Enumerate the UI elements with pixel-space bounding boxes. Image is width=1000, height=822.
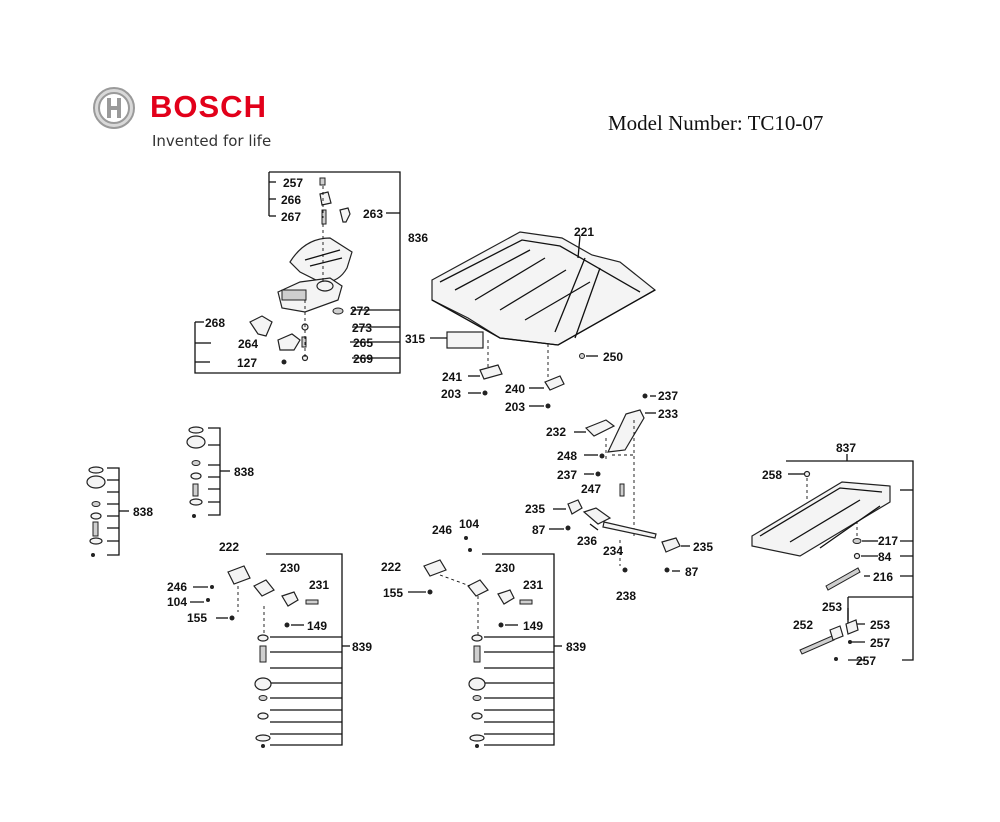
callout-87: 87 <box>532 523 546 537</box>
callout-237: 237 <box>557 468 577 482</box>
leg-assembly-right-839: 246 104 222 230 231 155 149 839 <box>381 517 586 748</box>
callout-235: 235 <box>525 502 545 516</box>
miter-gauge-assembly: 257 266 267 263 836 272 268 273 264 265 … <box>194 171 428 374</box>
callout-258: 258 <box>762 468 782 482</box>
callout-232: 232 <box>546 425 566 439</box>
model-number: Model Number: TC10-07 <box>608 111 824 135</box>
callout-234: 234 <box>603 544 623 558</box>
callout-264: 264 <box>238 337 258 351</box>
callout-247: 247 <box>581 482 601 496</box>
extension-assembly-837: 837 258 217 84 216 253 252 253 257 257 <box>751 441 914 668</box>
callout-273: 273 <box>352 321 372 335</box>
callout-253: 253 <box>870 618 890 632</box>
callout-248: 248 <box>557 449 577 463</box>
bosch-logo-icon <box>93 87 135 129</box>
callout-269: 269 <box>353 352 373 366</box>
callout-236: 236 <box>577 534 597 548</box>
callout-241: 241 <box>442 370 462 384</box>
callout-221: 221 <box>574 225 594 239</box>
callout-257: 257 <box>283 176 303 190</box>
callout-203: 203 <box>441 387 461 401</box>
callout-257: 257 <box>870 636 890 650</box>
callout-838: 838 <box>234 465 254 479</box>
callout-127: 127 <box>237 356 257 370</box>
callout-836: 836 <box>408 231 428 245</box>
callout-837: 837 <box>836 441 856 455</box>
callout-155: 155 <box>383 586 403 600</box>
callout-87: 87 <box>685 565 699 579</box>
callout-253: 253 <box>822 600 842 614</box>
callout-267: 267 <box>281 210 301 224</box>
brand-block: BOSCH Invented for life <box>92 86 292 156</box>
callout-246: 246 <box>432 523 452 537</box>
brand-name: BOSCH <box>150 89 267 124</box>
callout-266: 266 <box>281 193 301 207</box>
foot-assembly-838: 838 838 <box>86 426 254 557</box>
callout-257: 257 <box>856 654 876 668</box>
callout-155: 155 <box>187 611 207 625</box>
brand-tagline: Invented for life <box>152 132 272 150</box>
table-assembly: 221 315 250 241 203 240 203 <box>405 225 657 414</box>
callout-238: 238 <box>616 589 636 603</box>
rail-lock-assembly: 237 233 232 248 237 247 235 87 236 234 2… <box>525 389 713 603</box>
callout-222: 222 <box>381 560 401 574</box>
callout-250: 250 <box>603 350 623 364</box>
callout-230: 230 <box>495 561 515 575</box>
callout-265: 265 <box>353 336 373 350</box>
callout-104: 104 <box>459 517 479 531</box>
callout-203: 203 <box>505 400 525 414</box>
callout-231: 231 <box>523 578 543 592</box>
callout-149: 149 <box>307 619 327 633</box>
callout-240: 240 <box>505 382 525 396</box>
callout-104: 104 <box>167 595 187 609</box>
callout-84: 84 <box>878 550 892 564</box>
callout-315: 315 <box>405 332 425 346</box>
callout-252: 252 <box>793 618 813 632</box>
leg-assembly-left-839: 222 230 231 246 104 155 149 839 <box>167 540 372 748</box>
callout-149: 149 <box>523 619 543 633</box>
callout-216: 216 <box>873 570 893 584</box>
callout-222: 222 <box>219 540 239 554</box>
callout-233: 233 <box>658 407 678 421</box>
callout-231: 231 <box>309 578 329 592</box>
callout-230: 230 <box>280 561 300 575</box>
callout-839: 839 <box>566 640 586 654</box>
callout-268: 268 <box>205 316 225 330</box>
callout-839: 839 <box>352 640 372 654</box>
callout-235: 235 <box>693 540 713 554</box>
callout-263: 263 <box>363 207 383 221</box>
callout-217: 217 <box>878 534 898 548</box>
callout-237: 237 <box>658 389 678 403</box>
callout-246: 246 <box>167 580 187 594</box>
callout-272: 272 <box>350 304 370 318</box>
callout-838: 838 <box>133 505 153 519</box>
